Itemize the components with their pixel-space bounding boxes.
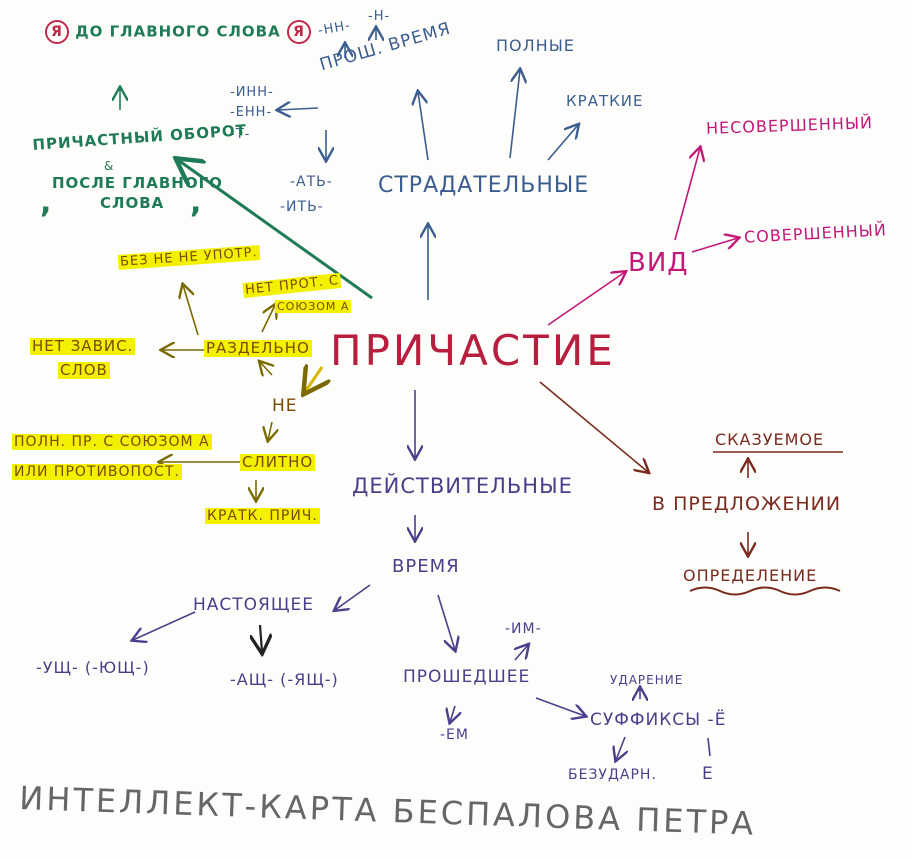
past-suffix-im: -ИМ-	[505, 621, 542, 637]
aspect-node: ВИД	[628, 248, 689, 278]
ne-no-dependents-2: СЛОВ	[58, 361, 110, 379]
ne-contrast-1: ПОЛН. ПР. С СОЮЗОМ А	[12, 434, 212, 450]
suffix-enn: -ЕНН-	[230, 105, 273, 120]
comma-right: ,	[190, 185, 203, 220]
before-mark-left: Я	[45, 20, 69, 44]
phrase-before-main: Я ДО ГЛАВНОГО СЛОВА Я	[45, 20, 311, 44]
active-node: ДЕЙСТВИТЕЛЬНЫЕ	[352, 474, 573, 498]
passive-short: КРАТКИЕ	[566, 92, 644, 110]
ne-separate: РАЗДЕЛЬНО	[204, 339, 312, 357]
active-stress: УДАРЕНИЕ	[610, 673, 684, 687]
phrase-connector: &	[104, 159, 115, 173]
ne-together: СЛИТНО	[240, 453, 316, 471]
ne-short: КРАТК. ПРИЧ.	[205, 508, 320, 524]
present-suffix-1: -УЩ- (-ЮЩ-)	[36, 658, 150, 677]
ne-node: НЕ	[272, 396, 298, 416]
sentence-predicate: СКАЗУЕМОЕ	[715, 430, 825, 449]
ne-no-contrast-2: СОЮЗОМ А	[275, 300, 352, 313]
before-mark-right: Я	[286, 20, 311, 44]
present-suffix-2: -АЩ- (-ЯЩ-)	[230, 670, 339, 689]
active-tense: ВРЕМЯ	[392, 556, 460, 577]
ne-no-dependents-1: НЕТ ЗАВИС.	[30, 337, 136, 355]
active-present: НАСТОЯЩЕЕ	[193, 595, 314, 615]
active-unstressed: БЕЗУДАРН.	[568, 767, 657, 783]
suffix-n: -Н-	[368, 9, 391, 24]
suffix-inn: -ИНН-	[230, 85, 274, 100]
passive-full: ПОЛНЫЕ	[496, 36, 575, 55]
suffix-it: -ИТЬ-	[280, 199, 324, 215]
past-suffix-em: -ЕМ	[440, 727, 469, 743]
sentence-attribute: ОПРЕДЕЛЕНИЕ	[683, 566, 818, 585]
phrase-after-line2: СЛОВА	[100, 194, 165, 212]
comma-left: ,	[40, 185, 53, 220]
passive-node: СТРАДАТЕЛЬНЫЕ	[378, 173, 590, 198]
active-past: ПРОШЕДШЕЕ	[403, 667, 531, 687]
ne-contrast-2: ИЛИ ПРОТИВОПОСТ.	[12, 464, 182, 480]
sentence-node: В ПРЕДЛОЖЕНИИ	[652, 493, 842, 515]
suffix-t: -Т-	[230, 127, 251, 142]
active-e: Е	[702, 764, 714, 784]
suffix-at: -АТЬ-	[290, 174, 333, 190]
active-suffixes: СУФФИКСЫ -Ё	[590, 710, 727, 730]
center-node: ПРИЧАСТИЕ	[330, 326, 616, 375]
phrase-before-label: ДО ГЛАВНОГО СЛОВА	[75, 22, 281, 41]
phrase-after-line1: ПОСЛЕ ГЛАВНОГО	[52, 174, 223, 192]
